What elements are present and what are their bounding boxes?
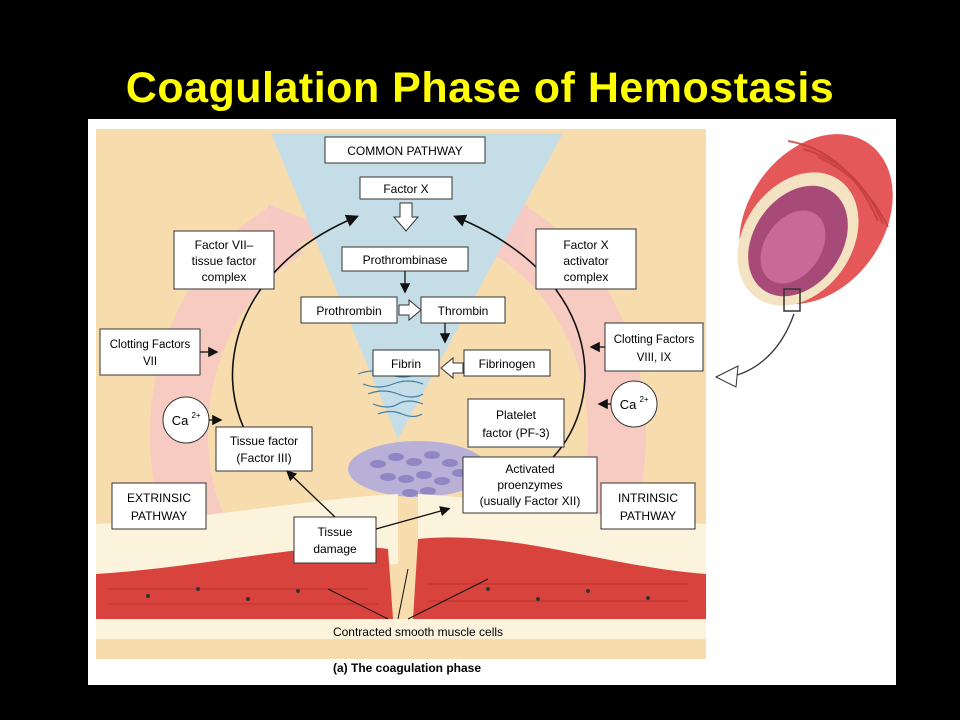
vessel-wall xyxy=(96,494,706,639)
svg-text:Ca: Ca xyxy=(172,413,189,428)
clotting-factors-viii-ix-box: Clotting Factors VIII, IX xyxy=(604,322,704,372)
coagulation-diagram: COMMON PATHWAY Factor X Prothrombinase P… xyxy=(96,129,893,675)
factor-x-box: Factor X xyxy=(359,176,453,200)
svg-text:Factor X: Factor X xyxy=(563,238,608,252)
tissue-factor-box: Tissue factor (Factor III) xyxy=(215,426,313,472)
svg-text:Clotting Factors: Clotting Factors xyxy=(614,334,695,346)
intrinsic-arc-arrow xyxy=(453,214,586,465)
common-pathway-label: COMMON PATHWAY xyxy=(347,144,463,158)
svg-text:tissue factor: tissue factor xyxy=(192,254,257,268)
svg-text:INTRINSIC: INTRINSIC xyxy=(618,491,678,505)
svg-text:(usually Factor XII): (usually Factor XII) xyxy=(480,494,581,508)
prothrombinase-label: Prothrombinase xyxy=(363,253,448,267)
svg-text:Clotting Factors: Clotting Factors xyxy=(110,339,191,351)
svg-text:2+: 2+ xyxy=(191,411,200,420)
factor-x-activator-box: Factor X activator complex xyxy=(535,228,637,290)
thrombin-box: Thrombin xyxy=(420,296,506,324)
tissue-damage-to-proenzymes-arrow xyxy=(375,506,451,530)
extrinsic-pathway-box: EXTRINSIC PATHWAY xyxy=(111,482,207,530)
svg-text:Activated: Activated xyxy=(505,462,554,476)
figure-caption: (a) The coagulation phase xyxy=(333,661,481,675)
svg-text:factor (PF-3): factor (PF-3) xyxy=(482,426,549,440)
svg-text:proenzymes: proenzymes xyxy=(497,478,562,492)
fibrin-label: Fibrin xyxy=(391,357,421,371)
svg-text:damage: damage xyxy=(313,542,357,556)
smooth-muscle-pointers xyxy=(327,568,489,620)
prothrombinase-box: Prothrombinase xyxy=(341,246,469,272)
svg-text:VIII, IX: VIII, IX xyxy=(637,352,672,364)
svg-text:complex: complex xyxy=(202,270,247,284)
svg-text:VII: VII xyxy=(143,356,157,368)
platelet-cluster xyxy=(348,441,488,497)
svg-text:PATHWAY: PATHWAY xyxy=(620,509,676,523)
diagram-panel: COMMON PATHWAY Factor X Prothrombinase P… xyxy=(88,119,896,685)
prothrombin-box: Prothrombin xyxy=(300,296,398,324)
svg-text:2+: 2+ xyxy=(639,395,648,404)
fibrin-box: Fibrin xyxy=(372,349,440,377)
pink-arrowhead-left xyxy=(268,204,328,259)
fibrinogen-box: Fibrinogen xyxy=(463,349,551,377)
svg-text:Platelet: Platelet xyxy=(496,408,537,422)
factor-x-label: Factor X xyxy=(383,182,428,196)
svg-text:Tissue factor: Tissue factor xyxy=(230,434,298,448)
svg-text:EXTRINSIC: EXTRINSIC xyxy=(127,491,191,505)
svg-text:Tissue: Tissue xyxy=(318,525,353,539)
factor-vii-complex-box: Factor VII– tissue factor complex xyxy=(173,230,275,290)
common-pathway-box: COMMON PATHWAY xyxy=(324,136,486,164)
activated-proenzymes-box: Activated proenzymes (usually Factor XII… xyxy=(462,456,598,514)
smooth-muscle-label: Contracted smooth muscle cells xyxy=(333,625,503,639)
calcium-right-circle: Ca 2+ xyxy=(610,380,658,428)
svg-text:Ca: Ca xyxy=(620,397,637,412)
svg-text:activator: activator xyxy=(563,254,608,268)
fibrinogen-label: Fibrinogen xyxy=(479,357,536,371)
platelet-factor-box: Platelet factor (PF-3) xyxy=(467,398,565,448)
slide-title: Coagulation Phase of Hemostasis xyxy=(125,64,835,112)
svg-text:complex: complex xyxy=(564,270,609,284)
svg-text:PATHWAY: PATHWAY xyxy=(131,509,187,523)
calcium-left-circle: Ca 2+ xyxy=(162,396,210,444)
prothrombin-arrow xyxy=(398,298,422,322)
common-pathway-funnel xyxy=(271,133,563,439)
intrinsic-pathway-box: INTRINSIC PATHWAY xyxy=(600,482,696,530)
svg-text:Factor VII–: Factor VII– xyxy=(195,238,254,252)
clotting-factors-vii-box: Clotting Factors VII xyxy=(99,328,201,376)
factor-x-down-arrow xyxy=(392,202,420,232)
tissue-damage-arrow xyxy=(286,470,336,518)
blood-vessel-illustration xyxy=(714,134,893,388)
tissue-damage-box: Tissue damage xyxy=(293,516,377,564)
prothrombin-label: Prothrombin xyxy=(316,304,381,318)
svg-text:(Factor III): (Factor III) xyxy=(236,451,291,465)
fibrinogen-arrow xyxy=(440,356,464,380)
thrombin-label: Thrombin xyxy=(438,304,489,318)
